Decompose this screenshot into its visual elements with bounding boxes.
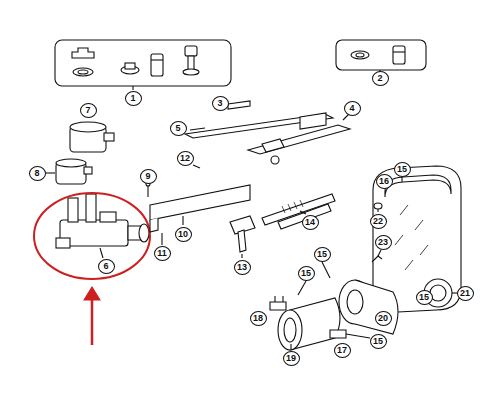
callout-number: 6 — [98, 259, 115, 274]
callout-number: 17 — [334, 343, 351, 358]
callout-number: 15 — [394, 162, 411, 177]
callout-number: 15 — [314, 247, 331, 262]
callout-number: 5 — [170, 121, 187, 136]
callout-number: 15 — [298, 266, 315, 281]
callout-number: 12 — [177, 151, 194, 166]
callout-number: 14 — [302, 215, 319, 230]
callout-number: 18 — [250, 311, 267, 326]
callout-number: 10 — [175, 227, 192, 242]
callout-number: 9 — [140, 169, 157, 184]
callout-number: 19 — [283, 351, 300, 366]
callout-number: 16 — [376, 174, 393, 189]
callout-number: 15 — [416, 290, 433, 305]
callout-number: 20 — [375, 311, 392, 326]
callout-number: 8 — [29, 166, 46, 181]
callout-number: 23 — [375, 235, 392, 250]
callout-number: 15 — [370, 334, 387, 349]
callout-number: 22 — [370, 214, 387, 229]
callout-number: 2 — [372, 71, 389, 86]
callout-number: 13 — [234, 260, 251, 275]
callout-number: 3 — [212, 96, 229, 111]
callout-number: 7 — [80, 103, 97, 118]
callout-number: 21 — [457, 286, 474, 301]
callout-number: 1 — [125, 91, 142, 106]
callout-number: 4 — [344, 101, 361, 116]
callout-number: 11 — [154, 246, 171, 261]
